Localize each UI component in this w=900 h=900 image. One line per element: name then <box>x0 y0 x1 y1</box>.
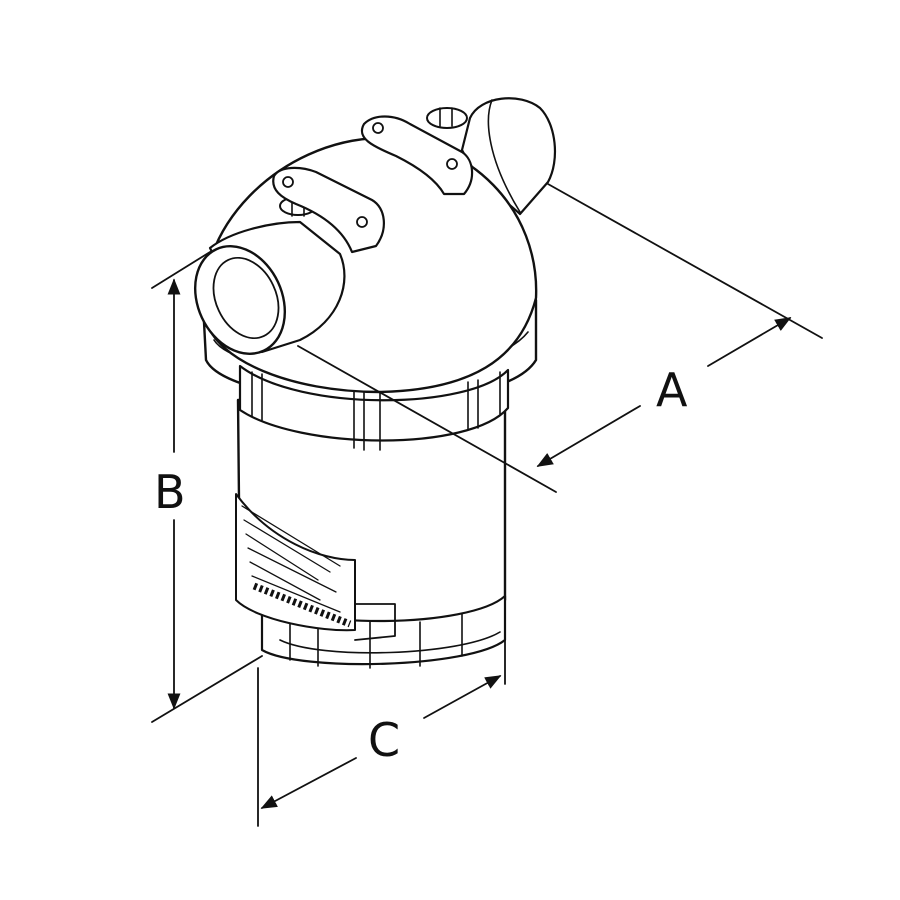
dimension-b <box>151 251 263 723</box>
dimension-b-label: B <box>154 465 186 519</box>
product-label <box>235 493 396 641</box>
dimension-a <box>297 183 823 493</box>
dimension-a-label: A <box>656 363 688 417</box>
dimension-c <box>257 613 506 827</box>
filter-housing <box>193 97 557 669</box>
front-inlet-pipe <box>193 196 346 355</box>
dimension-c-label: C <box>368 713 400 767</box>
clamp-handles <box>272 115 474 254</box>
